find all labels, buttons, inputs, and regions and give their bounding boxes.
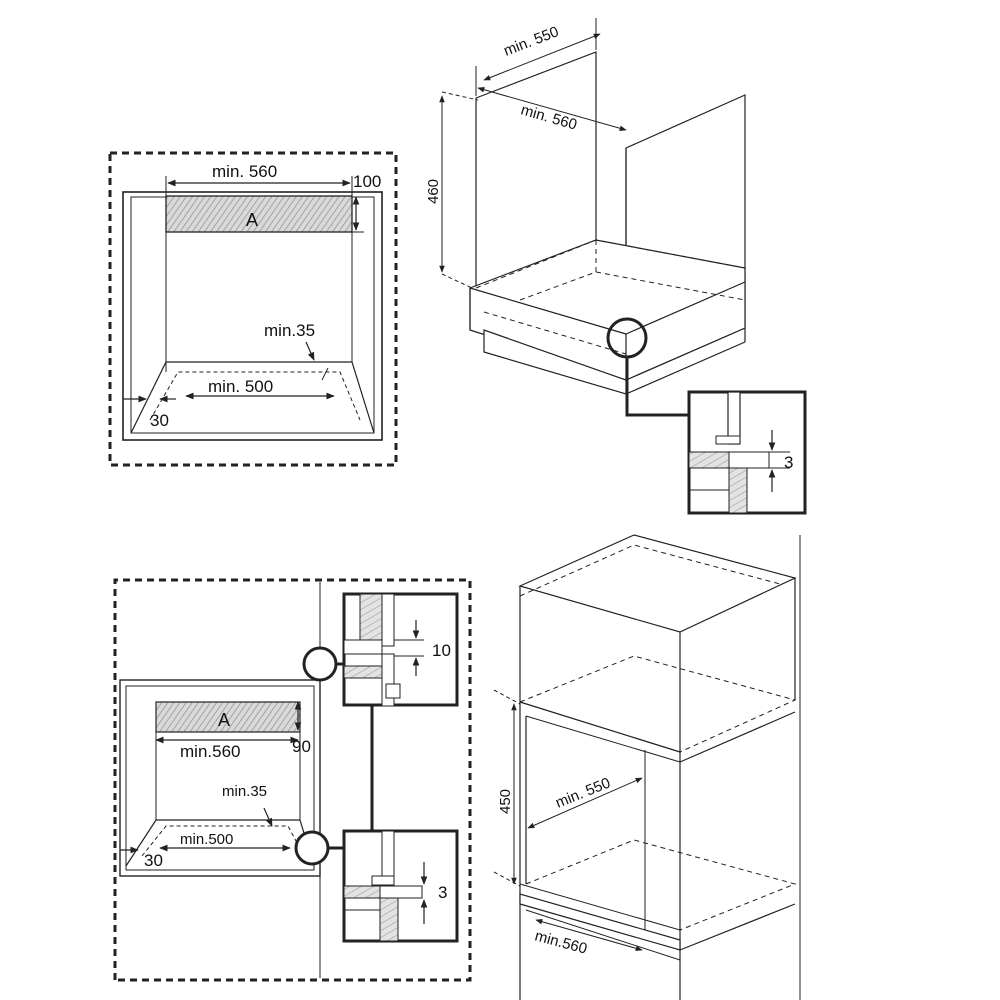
bottom-right-isometric-tall-cabinet (493, 534, 801, 1000)
top-left-dim-side: 30 (150, 411, 169, 430)
top-right-isometric-cabinet (439, 18, 807, 515)
bottom-left-dim-side: 30 (144, 851, 163, 870)
zone-a-hatched (165, 195, 353, 233)
bottom-left-front-view (113, 578, 472, 982)
top-left-dim-top: 100 (353, 172, 381, 191)
bottom-left-dim-top: 90 (292, 737, 311, 756)
top-left-zone-a-label: A (246, 210, 258, 230)
bottom-left-detail-bottom-dim: 3 (438, 883, 447, 902)
bottom-left-detail-top-dim: 10 (432, 641, 451, 660)
top-callout-circle (302, 646, 338, 682)
bottom-left-dim-gap: min.35 (222, 783, 267, 800)
top-left-dim-floor: min. 500 (208, 377, 273, 396)
bottom-left-dim-floor: min.500 (180, 831, 233, 848)
tall-zone-a-hatched (155, 701, 301, 733)
bottom-right-dim-depth: min. 550 (553, 774, 613, 811)
bottom-right-dim-height: 450 (497, 789, 514, 814)
bottom-left-zone-a-label: A (218, 710, 230, 730)
bottom-left-dim-width: min.560 (180, 742, 240, 761)
top-left-front-view (108, 151, 398, 467)
cabinet-frame (122, 191, 383, 441)
top-right-dim-depth: min. 550 (501, 23, 561, 59)
tall-cabinet-dashed-outline (113, 578, 472, 982)
top-right-dim-width: min. 560 (519, 102, 579, 134)
top-right-dim-height: 460 (425, 179, 442, 204)
top-right-detail-dim: 3 (784, 453, 793, 472)
top-left-dim-width: min. 560 (212, 162, 277, 181)
top-left-dim-gap: min.35 (264, 321, 315, 340)
bottom-callout-circle (294, 830, 330, 866)
bottom-right-dim-width: min.560 (533, 927, 589, 957)
